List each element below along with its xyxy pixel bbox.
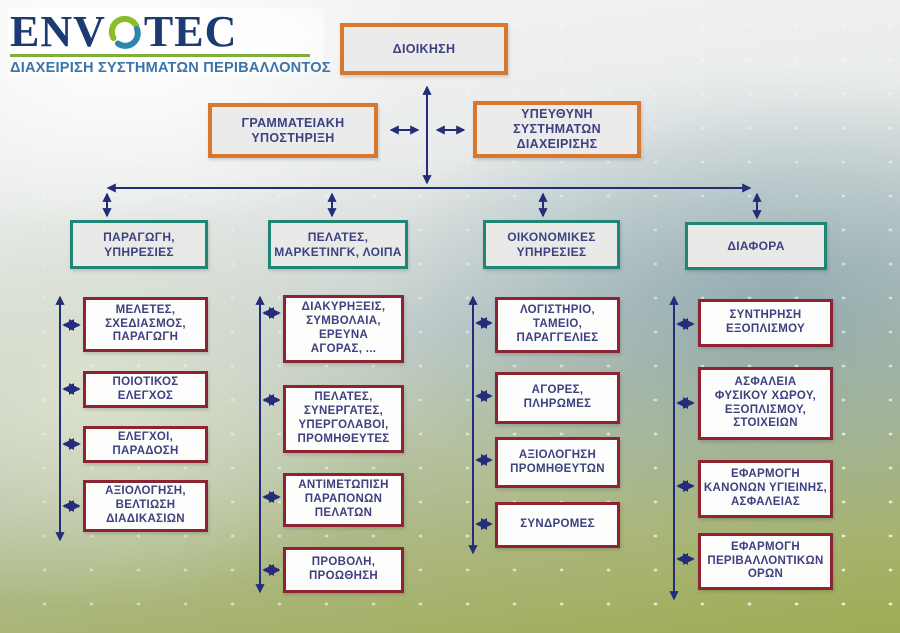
node-label: ΕΦΑΡΜΟΓΗ ΚΑΝΟΝΩΝ ΥΓΙΕΙΝΗΣ, ΑΣΦΑΛΕΙΑΣ [703, 468, 828, 508]
dept4-item2: ΑΣΦΑΛΕΙΑ ΦΥΣΙΚΟΥ ΧΩΡΟΥ, ΕΞΟΠΛΙΣΜΟΥ, ΣΤΟΙ… [698, 367, 833, 440]
dept1-item3: ΕΛΕΓΧΟΙ, ΠΑΡΑΔΟΣΗ [83, 426, 208, 463]
dept2-item1: ΔΙΑΚΥΡΗΞΕΙΣ, ΣΥΜΒΟΛΑΙΑ, ΕΡΕΥΝΑ ΑΓΟΡΑΣ, .… [283, 295, 404, 363]
dept3-item1: ΛΟΓΙΣΤΗΡΙΟ, ΤΑΜΕΙΟ, ΠΑΡΑΓΓΕΛΙΕΣ [495, 297, 620, 353]
logo-swirl-icon [108, 15, 141, 49]
dept2-item2: ΠΕΛΑΤΕΣ, ΣΥΝΕΡΓΑΤΕΣ, ΥΠΕΡΓΟΛΑΒΟΙ, ΠΡΟΜΗΘ… [283, 385, 404, 453]
node-label: ΟΙΚΟΝΟΜΙΚΕΣ ΥΠΗΡΕΣΙΕΣ [507, 230, 596, 259]
node-secretarial-support: ΓΡΑΜΜΑΤΕΙΑΚΗ ΥΠΟΣΤΗΡΙΞΗ [208, 103, 378, 158]
dept4-item1: ΣΥΝΤΗΡΗΣΗ ΕΞΟΠΛΙΣΜΟΥ [698, 299, 833, 347]
dept3-item2: ΑΓΟΡΕΣ, ΠΛΗΡΩΜΕΣ [495, 372, 620, 424]
node-label: ΑΣΦΑΛΕΙΑ ΦΥΣΙΚΟΥ ΧΩΡΟΥ, ΕΞΟΠΛΙΣΜΟΥ, ΣΤΟΙ… [714, 375, 817, 430]
dept1-item4: ΑΞΙΟΛΟΓΗΣΗ, ΒΕΛΤΙΩΣΗ ΔΙΑΔΙΚΑΣΙΩΝ [83, 480, 208, 532]
dept1-item1: ΜΕΛΕΤΕΣ, ΣΧΕΔΙΑΣΜΟΣ, ΠΑΡΑΓΩΓΗ [83, 297, 208, 352]
node-systems-manager: ΥΠΕΥΘΥΝΗ ΣΥΣΤΗΜΑΤΩΝ ΔΙΑΧΕΙΡΙΣΗΣ [473, 101, 641, 158]
node-label: ΜΕΛΕΤΕΣ, ΣΧΕΔΙΑΣΜΟΣ, ΠΑΡΑΓΩΓΗ [105, 303, 186, 344]
node-label: ΛΟΓΙΣΤΗΡΙΟ, ΤΑΜΕΙΟ, ΠΑΡΑΓΓΕΛΙΕΣ [516, 304, 599, 344]
envotec-logo: ENV TEC ΔΙΑΧΕΙΡΙΣΗ ΣΥΣΤΗΜΑΤΩΝ ΠΕΡΙΒΑΛΛΟΝ… [8, 7, 331, 78]
node-label: ΣΥΝΔΡΟΜΕΣ [520, 518, 595, 531]
node-label: ΑΞΙΟΛΟΓΗΣΗ, ΒΕΛΤΙΩΣΗ ΔΙΑΔΙΚΑΣΙΩΝ [105, 485, 186, 525]
dept-production-services: ΠΑΡΑΓΩΓΗ, ΥΠΗΡΕΣΙΕΣ [70, 220, 208, 269]
dept2-item4: ΠΡΟΒΟΛΗ, ΠΡΟΩΘΗΣΗ [283, 547, 404, 593]
node-label: ΠΕΛΑΤΕΣ, ΣΥΝΕΡΓΑΤΕΣ, ΥΠΕΡΓΟΛΑΒΟΙ, ΠΡΟΜΗΘ… [297, 391, 390, 445]
node-label: ΠΑΡΑΓΩΓΗ, ΥΠΗΡΕΣΙΕΣ [103, 230, 175, 259]
dept1-item2: ΠΟΙΟΤΙΚΟΣ ΕΛΕΓΧΟΣ [83, 371, 208, 408]
node-label: ΑΓΟΡΕΣ, ΠΛΗΡΩΜΕΣ [523, 384, 592, 410]
logo-text-right: TEC [143, 7, 238, 56]
node-label: ΠΕΛΑΤΕΣ, ΜΑΡΚΕΤΙΝΓΚ, ΛΟΙΠΑ [274, 230, 402, 259]
logo-text-left: ENV [10, 7, 106, 56]
node-management: ΔΙΟΙΚΗΣΗ [340, 23, 508, 75]
dept-customers-marketing: ΠΕΛΑΤΕΣ, ΜΑΡΚΕΤΙΝΓΚ, ΛΟΙΠΑ [268, 220, 408, 269]
logo-wordmark: ENV TEC [10, 7, 322, 56]
dept3-item3: ΑΞΙΟΛΟΓΗΣΗ ΠΡΟΜΗΘΕΥΤΩΝ [495, 437, 620, 488]
dept-miscellaneous: ΔΙΑΦΟΡΑ [685, 222, 827, 270]
node-label: ΑΞΙΟΛΟΓΗΣΗ ΠΡΟΜΗΘΕΥΤΩΝ [510, 448, 605, 475]
node-label: ΠΟΙΟΤΙΚΟΣ ΕΛΕΓΧΟΣ [112, 375, 179, 402]
dept4-item4: ΕΦΑΡΜΟΓΗ ΠΕΡΙΒΑΛΛΟΝΤΙΚΩΝ ΟΡΩΝ [698, 533, 833, 590]
logo-divider [10, 54, 310, 57]
node-label: ΑΝΤΙΜΕΤΩΠΙΣΗ ΠΑΡΑΠΟΝΩΝ ΠΕΛΑΤΩΝ [298, 479, 389, 519]
node-label: ΠΡΟΒΟΛΗ, ΠΡΟΩΘΗΣΗ [309, 556, 378, 582]
node-label: ΣΥΝΤΗΡΗΣΗ ΕΞΟΠΛΙΣΜΟΥ [726, 309, 805, 335]
node-label: ΥΠΕΥΘΥΝΗ ΣΥΣΤΗΜΑΤΩΝ ΔΙΑΧΕΙΡΙΣΗΣ [513, 107, 601, 151]
logo-subtitle: ΔΙΑΧΕΙΡΙΣΗ ΣΥΣΤΗΜΑΤΩΝ ΠΕΡΙΒΑΛΛΟΝΤΟΣ [10, 60, 331, 76]
dept-financial-services: ΟΙΚΟΝΟΜΙΚΕΣ ΥΠΗΡΕΣΙΕΣ [483, 220, 620, 269]
node-label: ΔΙΟΙΚΗΣΗ [392, 41, 456, 56]
node-label: ΕΦΑΡΜΟΓΗ ΠΕΡΙΒΑΛΛΟΝΤΙΚΩΝ ΟΡΩΝ [707, 540, 824, 581]
dept4-item3: ΕΦΑΡΜΟΓΗ ΚΑΝΟΝΩΝ ΥΓΙΕΙΝΗΣ, ΑΣΦΑΛΕΙΑΣ [698, 460, 833, 518]
node-label: ΔΙΑΦΟΡΑ [727, 238, 785, 253]
node-label: ΕΛΕΓΧΟΙ, ΠΑΡΑΔΟΣΗ [112, 430, 179, 457]
node-label: ΓΡΑΜΜΑΤΕΙΑΚΗ ΥΠΟΣΤΗΡΙΞΗ [241, 115, 345, 145]
dept2-item3: ΑΝΤΙΜΕΤΩΠΙΣΗ ΠΑΡΑΠΟΝΩΝ ΠΕΛΑΤΩΝ [283, 473, 404, 527]
node-label: ΔΙΑΚΥΡΗΞΕΙΣ, ΣΥΜΒΟΛΑΙΑ, ΕΡΕΥΝΑ ΑΓΟΡΑΣ, .… [301, 301, 386, 355]
dept3-item4: ΣΥΝΔΡΟΜΕΣ [495, 502, 620, 548]
